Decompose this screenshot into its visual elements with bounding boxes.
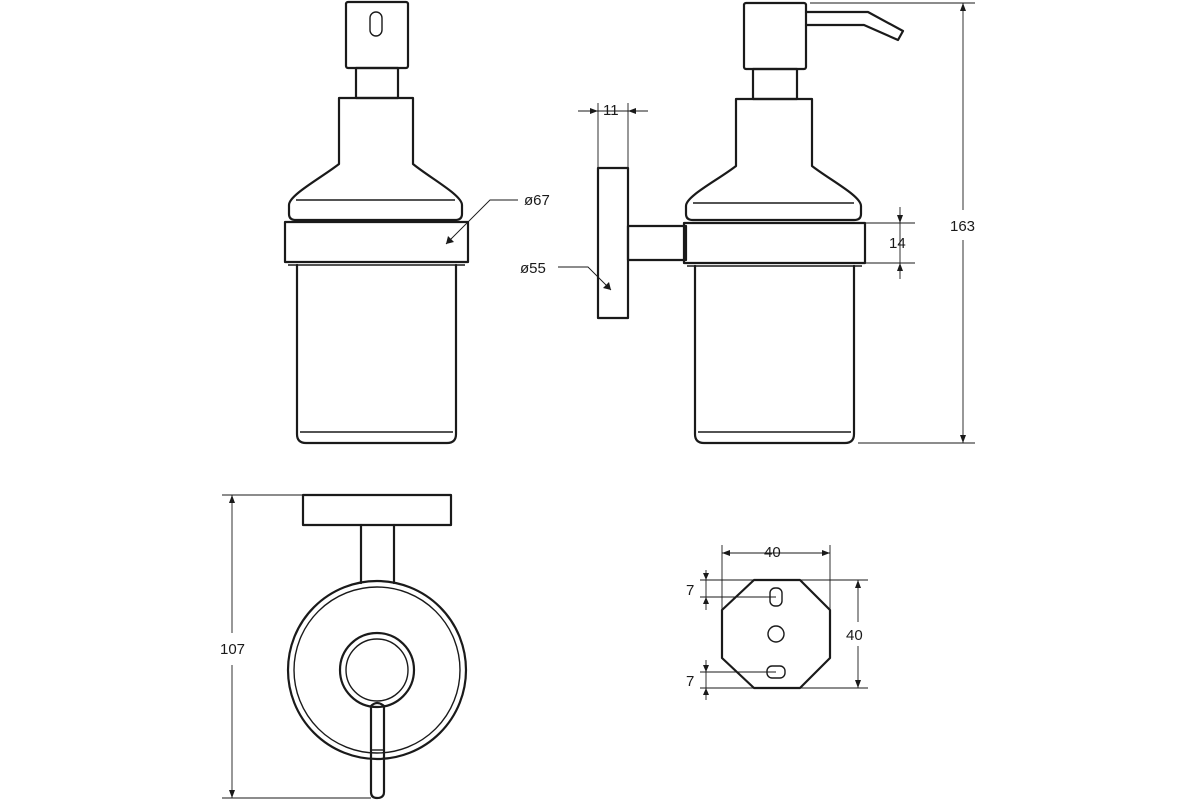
bottom-inner-ring xyxy=(293,586,461,754)
label-collar-height: 14 xyxy=(889,235,906,252)
label-base-diameter: ø55 xyxy=(520,260,546,277)
front-pump-stem xyxy=(354,66,400,100)
dimension-depth: 107 xyxy=(220,494,371,799)
side-bowl xyxy=(684,97,863,222)
bottom-spout xyxy=(369,701,386,800)
dimension-base-diameter: ø55 xyxy=(520,260,612,291)
side-glass-container xyxy=(693,264,856,445)
dimension-mount-thickness: 11 xyxy=(578,102,648,168)
wall-mount-arm xyxy=(626,224,688,262)
bottom-neck-outer xyxy=(338,631,416,709)
bottom-outer-ring xyxy=(286,579,468,761)
front-glass-container xyxy=(295,263,458,445)
label-slot-top: 7 xyxy=(686,582,694,599)
front-bowl xyxy=(287,96,464,222)
dimension-slot-bottom: 7 xyxy=(686,660,776,700)
dimension-collar-height: 14 xyxy=(865,207,915,279)
label-plate-width: 40 xyxy=(764,544,781,561)
plate-center-hole xyxy=(767,625,785,643)
label-depth: 107 xyxy=(220,641,245,658)
label-mount-thickness: 11 xyxy=(603,102,619,119)
dimension-slot-top: 7 xyxy=(686,570,776,610)
label-bowl-diameter: ø67 xyxy=(524,192,550,209)
front-view xyxy=(283,0,470,445)
dimension-total-height: 163 xyxy=(810,2,975,444)
label-slot-bottom: 7 xyxy=(686,673,694,690)
front-collar xyxy=(283,220,470,264)
side-collar xyxy=(682,221,867,265)
side-spout xyxy=(804,10,905,42)
side-view xyxy=(596,1,905,445)
bottom-view xyxy=(286,493,468,800)
side-pump-stem xyxy=(751,67,799,101)
front-pump-slot xyxy=(369,11,383,37)
dimension-plate-height: 40 xyxy=(800,579,868,689)
bottom-neck-inner xyxy=(345,638,409,702)
label-total-height: 163 xyxy=(950,218,975,235)
side-pump-head xyxy=(742,1,808,71)
wall-mount-plate xyxy=(596,166,630,320)
dimension-plate-width: 40 xyxy=(721,544,831,610)
bottom-wall-plate xyxy=(301,493,453,527)
dimension-bowl-diameter: ø67 xyxy=(445,192,550,245)
label-plate-height: 40 xyxy=(846,627,863,644)
